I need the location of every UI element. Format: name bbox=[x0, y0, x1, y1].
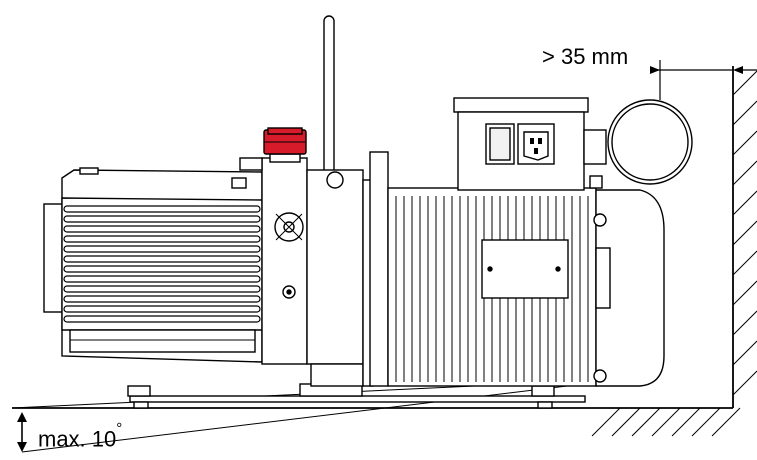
terminal-box bbox=[453, 97, 589, 191]
clearance-label: > 35 mm bbox=[542, 44, 629, 69]
base-plate bbox=[127, 383, 586, 409]
coupling-housing bbox=[306, 151, 389, 387]
oil-fill-cap bbox=[263, 127, 307, 155]
wall-hatching bbox=[732, 70, 757, 396]
double-arrow-icon bbox=[17, 412, 27, 452]
degree-sign: ° bbox=[116, 420, 123, 437]
tilt-line bbox=[21, 381, 601, 453]
arrow-right-icon bbox=[650, 66, 660, 74]
exhaust-pipe bbox=[323, 15, 335, 177]
capacitor bbox=[583, 99, 693, 185]
cooling-fins bbox=[43, 197, 263, 331]
motor bbox=[387, 175, 665, 387]
floor-hatching bbox=[591, 407, 741, 437]
clearance-dimension bbox=[650, 60, 757, 100]
rating-plate bbox=[481, 239, 569, 299]
foot-right bbox=[537, 401, 553, 409]
valve-block bbox=[239, 153, 308, 365]
pump-housing bbox=[43, 167, 263, 363]
tilt-label: max. 10° bbox=[38, 421, 122, 452]
wall bbox=[732, 66, 757, 408]
tilt-label-text: max. 10 bbox=[38, 426, 117, 452]
foot-left bbox=[133, 401, 149, 409]
